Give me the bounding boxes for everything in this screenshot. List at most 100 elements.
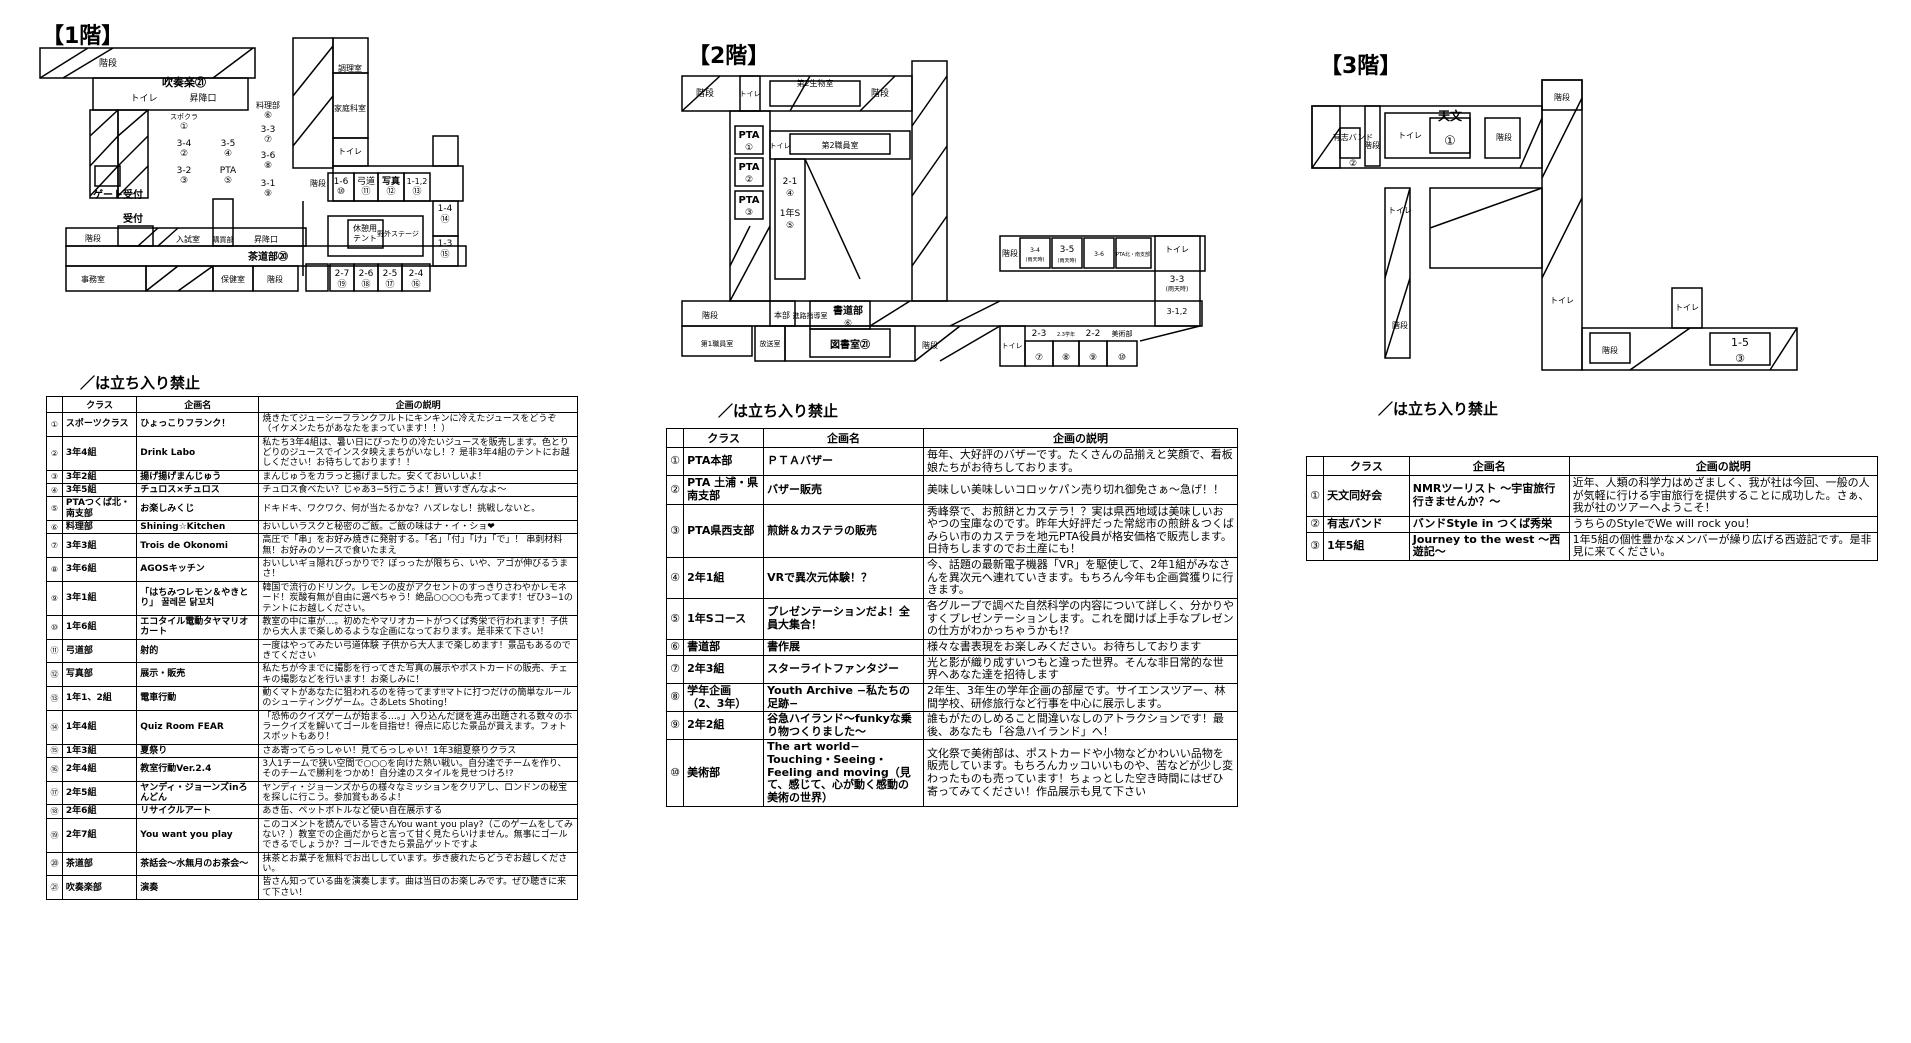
cell-description: 各グループで調べた自然科学の内容について詳しく、分かりやすくプレゼンテーションし…: [922, 598, 1239, 640]
f2-c312-label: 3-1,2: [1167, 307, 1188, 316]
f1-kobai-label: 購買部: [213, 235, 234, 244]
f2-honbu-label: 本部: [774, 310, 790, 320]
cell-project-name: Trois de Okonomi: [136, 533, 260, 559]
cell-description: 皆さん知っている曲を演奏します。曲は当日のお楽しみです。ぜひ聴きに来て下さい！: [258, 875, 578, 901]
f3-toilet-label: トイレ: [1398, 131, 1422, 140]
f3-header-class: クラス: [1323, 456, 1410, 476]
f1-c14-label: 1-4: [438, 204, 453, 214]
cell-number: ⑱: [46, 804, 63, 819]
cell-class: PTA本部: [683, 446, 765, 477]
cell-description: 教室の中に車が…。初めたやマリオカートがつくば秀栄で行われます！子供から大人まで…: [258, 614, 578, 640]
f1-kyudo-no: ⑪: [361, 186, 370, 197]
cell-description: 私たち3年4組は、暑い日にぴったりの冷たいジュースを販売します。色とりどりのジュ…: [258, 435, 578, 471]
f1-c13-no: ⑮: [440, 249, 449, 260]
cell-class: 1年4組: [61, 709, 138, 745]
cell-description: チュロス食べたい？じゃあ3−5行こうよ！買いすぎんなよ〜: [258, 483, 578, 498]
f1-hokenshitsu-label: 保健室: [221, 274, 245, 284]
cell-number: ⑥: [665, 638, 685, 656]
f2-header-number: [665, 428, 685, 448]
cell-number: ⑯: [46, 756, 63, 782]
floor1-map: 階段 吹奏楽㉑ 昇降口 トイレ 料理部 ⑥ 調理室 家庭科室 トイレ スポクラ …: [39, 37, 467, 292]
f2-header-project-name: 企画名: [763, 428, 924, 448]
f2-c33-label: 3-3: [1170, 275, 1185, 285]
cell-description: 一度はやってみたい弓道体験 子供から大人まで楽しめます！景品もあるのできてくださ…: [258, 638, 578, 664]
f1-sadobu-label: 茶道部⑳: [247, 250, 288, 263]
f3-stairs-label: 階段: [1364, 140, 1380, 150]
f2-toilet4-label: トイレ: [1002, 342, 1023, 350]
f1-c35-label: 3-5: [221, 139, 236, 149]
f1-shokoguchi2-label: 昇降口: [254, 234, 278, 244]
cell-number: ⑤: [665, 598, 685, 640]
f3-stairs4-label: 階段: [1392, 320, 1408, 330]
f2-toshoshitsu-label: 図書室㉑: [830, 338, 870, 351]
f2-c21-label: 2-1: [783, 177, 798, 187]
f2-pta3: ③: [745, 208, 753, 218]
f2-c23-no: ⑦: [1035, 353, 1043, 363]
cell-class: 吹奏楽部: [61, 875, 138, 901]
f1-shashin-no: ⑫: [386, 186, 395, 197]
f1-yagai-label: 野外ステージ: [377, 229, 419, 238]
f2-c35-sub: (雨天時): [1058, 258, 1077, 264]
f1-c112-label: 1-1,2: [407, 177, 428, 186]
f3-c15-no: ③: [1735, 352, 1745, 365]
cell-project-name: 夏祭り: [136, 743, 260, 758]
cell-class: 1年5組: [1323, 531, 1410, 561]
cell-project-name: 煎餅＆カステラの販売: [763, 503, 924, 559]
f1-c34-label: 3-4: [177, 139, 192, 149]
cell-number: ①: [665, 446, 685, 477]
f1-c33-no: ⑦: [264, 135, 272, 145]
f1-header-class: クラス: [61, 396, 138, 413]
cell-project-name: Journey to the west 〜西遊記〜: [1408, 531, 1570, 561]
cell-class: 3年5組: [61, 483, 138, 498]
f1-shokoguchi-label: 昇降口: [189, 92, 216, 104]
f2-c23-label: 2-3: [1032, 329, 1047, 339]
cell-number: ③: [46, 469, 63, 485]
cell-number: ④: [46, 483, 63, 498]
f2-shodobu-label: 書道部: [833, 304, 863, 317]
f1-c35-no: ④: [224, 149, 232, 159]
cell-class: 1年3組: [61, 743, 138, 758]
f1-gate-label: ゲート: [93, 188, 123, 201]
cell-class: 2年1組: [683, 557, 765, 600]
cell-class: 2年3組: [683, 654, 765, 684]
f2-bijutsu-no: ⑩: [1118, 353, 1126, 363]
cell-description: 秀峰祭で、お煎餅とカステラ！？実は県西地域は美味しいおやつの宝庫なのです。昨年大…: [922, 503, 1239, 559]
cell-project-name: You want you play: [136, 817, 260, 853]
cell-class: PTA 土浦・県南支部: [683, 475, 765, 505]
cell-class: スポーツクラス: [61, 412, 138, 437]
cell-description: 近年、人類の科学力はめざましく、我が社は今回、一般の人が気軽に行ける宇宙旅行を提…: [1568, 475, 1879, 517]
f3-header-project-name: 企画名: [1408, 456, 1570, 476]
f1-header-description: 企画の説明: [258, 396, 578, 413]
f1-stairs3-label: 階段: [85, 233, 101, 243]
f1-c34-no: ②: [180, 149, 188, 159]
f1-stairs4-label: 階段: [267, 274, 283, 284]
cell-class: 茶道部: [61, 851, 138, 877]
cell-description: まんじゅうをカラっと揚げました。安くておいしいよ！: [258, 469, 578, 485]
f2-shinro-label: 進路指導室: [793, 311, 828, 320]
cell-number: ⑤: [46, 496, 63, 522]
f1-c112-no: ⑬: [412, 186, 421, 197]
f1-c32-label: 3-2: [177, 166, 192, 176]
cell-description: 光と影が織り成すいつもと違った世界。そんな非日常的な世界へあなた達を招待します: [922, 654, 1239, 684]
cell-project-name: バザー販売: [763, 475, 924, 505]
cell-project-name: プレゼンテーションだよ！全員大集合！: [763, 598, 924, 640]
cell-number: ②: [1305, 515, 1325, 533]
cell-description: あき缶、ペットボトルなど使い自在展示する: [258, 804, 578, 819]
cell-number: ③: [665, 503, 685, 559]
f2-bijutsu-label: 美術部: [1112, 329, 1133, 338]
cell-description: 高圧で「串」をお好み焼きに発射する。「名」「付」「け」「で」！ 串刺材料無！お好…: [258, 533, 578, 559]
cell-number: ③: [1305, 531, 1325, 561]
f1-c16-no: ⑩: [337, 187, 345, 197]
